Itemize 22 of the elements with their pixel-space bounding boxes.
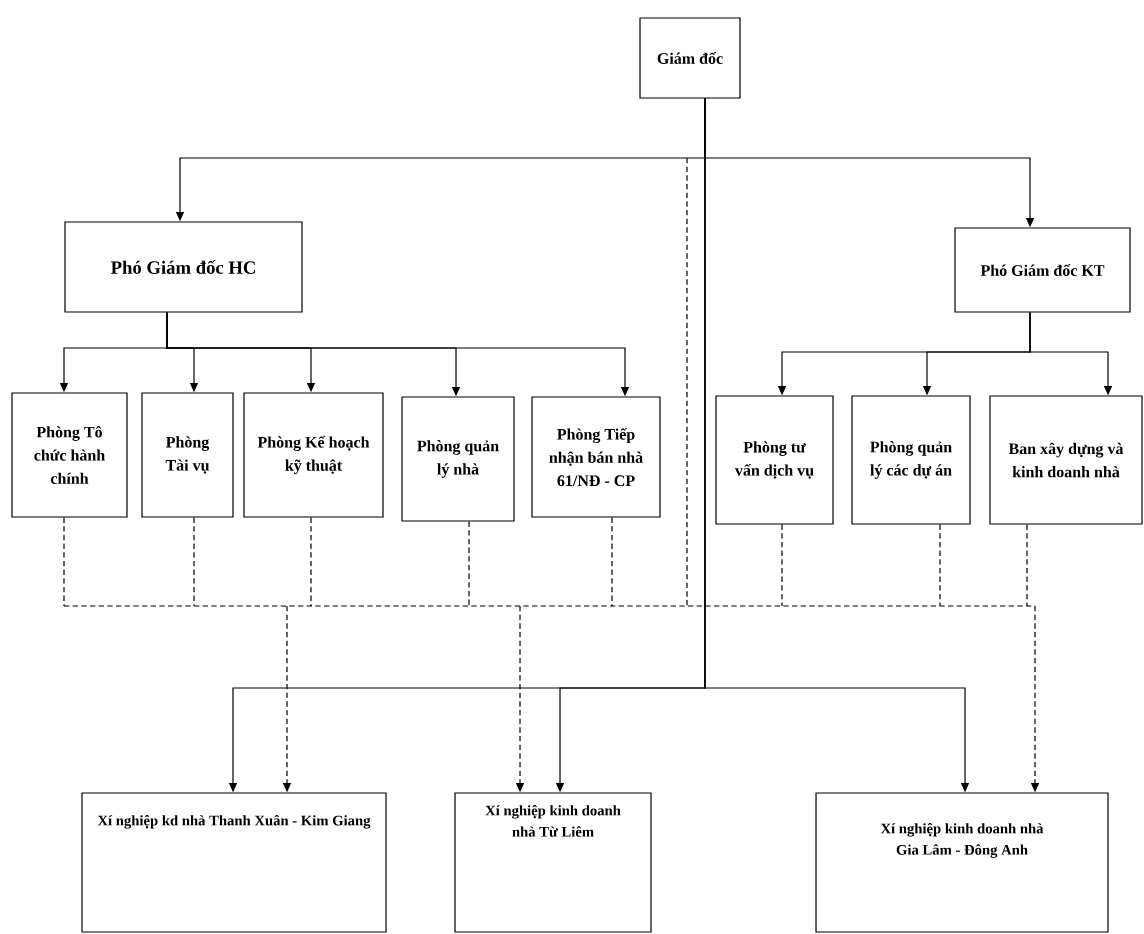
org-box: Phòng Tô chức hành chính: [11, 392, 128, 518]
org-box: Phòng tư vấn dịch vụ: [715, 395, 834, 525]
dashed-connector: [611, 517, 613, 607]
org-box: Xí nghiệp kinh doanh nhà Từ Liêm: [454, 792, 652, 933]
org-box: Giám đốc: [639, 17, 741, 99]
org-box: Phòng Tiếp nhận bán nhà 61/NĐ - CP: [531, 396, 661, 518]
org-box: Phó Giám đốc HC: [64, 221, 303, 313]
dashed-connector: [781, 524, 783, 607]
org-box: Phó Giám đốc KT: [954, 227, 1131, 313]
dashed-connector: [63, 605, 1036, 607]
dashed-connector: [310, 517, 312, 607]
dashed-connector: [939, 524, 941, 607]
dashed-connector: [1026, 524, 1028, 607]
org-box: Phòng quản lý các dự án: [851, 395, 971, 525]
dashed-connector: [193, 517, 195, 607]
org-box: Ban xây dựng và kinh doanh nhà: [989, 395, 1143, 525]
org-box: Xí nghiệp kinh doanh nhà Gia Lâm - Đông Anh: [815, 792, 1109, 933]
org-box: Phòng quản lý nhà: [401, 396, 515, 522]
org-box: Phòng Kế hoạch kỹ thuật: [243, 392, 384, 518]
org-box: Xí nghiệp kd nhà Thanh Xuân - Kim Giang: [81, 792, 387, 933]
org-box: Phòng Tài vụ: [141, 392, 234, 518]
dashed-connector: [63, 517, 65, 607]
